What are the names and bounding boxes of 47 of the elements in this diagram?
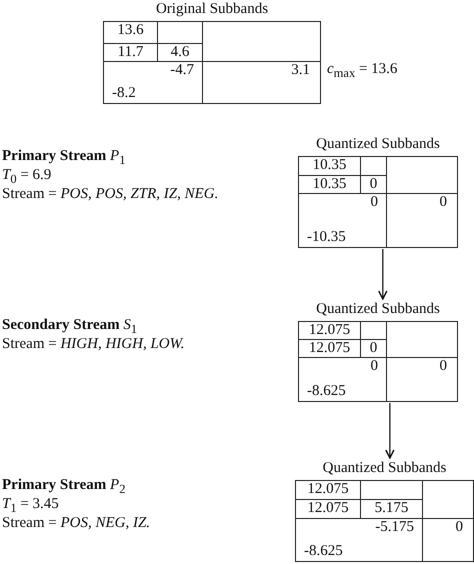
cell-value: 12.075 [306, 500, 350, 517]
cell-value: 10.35 [312, 157, 348, 174]
annotation-text: Stream = POS, POS, ZTR, IZ, NEG. [2, 185, 218, 203]
cell-value: -8.2 [112, 85, 136, 102]
cell-value: 0 [440, 358, 447, 375]
cell-value: 12.075 [308, 322, 352, 339]
annotation-text: Stream = HIGH, HIGH, LOW. [2, 335, 184, 353]
cell-value: 13.6 [116, 22, 145, 39]
cell-value: 12.075 [308, 340, 352, 357]
cell-value: 4.6 [170, 44, 190, 61]
annotation-text: T$_{0}$ = 6.9 [2, 166, 52, 188]
cell-value: 0 [440, 194, 447, 211]
cell-value: 12.075 [306, 481, 350, 498]
cell-value: 0 [370, 194, 378, 211]
cell-value: -10.35 [307, 229, 346, 246]
empty-cell [158, 22, 203, 44]
empty-cell [361, 157, 387, 176]
value-cell [299, 176, 361, 194]
annotation-text: Primary Stream P$_{2}$ [2, 476, 126, 498]
value-cell [296, 500, 361, 519]
cell-value: 0 [370, 358, 378, 375]
cell-value: -8.625 [304, 543, 343, 560]
cell-value: -4.7 [170, 62, 194, 79]
cell-value: 0 [368, 176, 378, 193]
empty-cell [361, 481, 423, 500]
grid-title: Quantized Subbands [315, 300, 441, 318]
grid-title: Original Subbands [154, 0, 270, 18]
value-cell [104, 44, 158, 62]
cell-value: 0 [456, 519, 463, 536]
annotation-text: Stream = POS, NEG, IZ. [2, 514, 150, 532]
arrow [385, 403, 395, 459]
cell-value: -5.175 [375, 519, 414, 536]
arrow [378, 249, 388, 300]
cell-value: 3.1 [291, 62, 310, 79]
annotation-text: Secondary Stream S$_{1}$ [2, 316, 138, 338]
cell-value: -8.625 [307, 383, 346, 400]
cell-value: 5.175 [374, 500, 410, 517]
grid-title: Quantized Subbands [322, 459, 448, 477]
cell-value: 0 [368, 340, 378, 357]
empty-cell [361, 322, 387, 340]
annotation-text: T$_{1}$ = 3.45 [2, 495, 59, 517]
annotation-text: Primary Stream P$_{1}$ [2, 147, 126, 169]
annotation-text: c$_{max}$ = 13.6 [327, 60, 398, 82]
grid-title: Quantized Subbands [315, 135, 441, 153]
value-cell [299, 340, 361, 358]
cell-value: 11.7 [116, 44, 144, 61]
cell-value: 10.35 [312, 176, 348, 193]
